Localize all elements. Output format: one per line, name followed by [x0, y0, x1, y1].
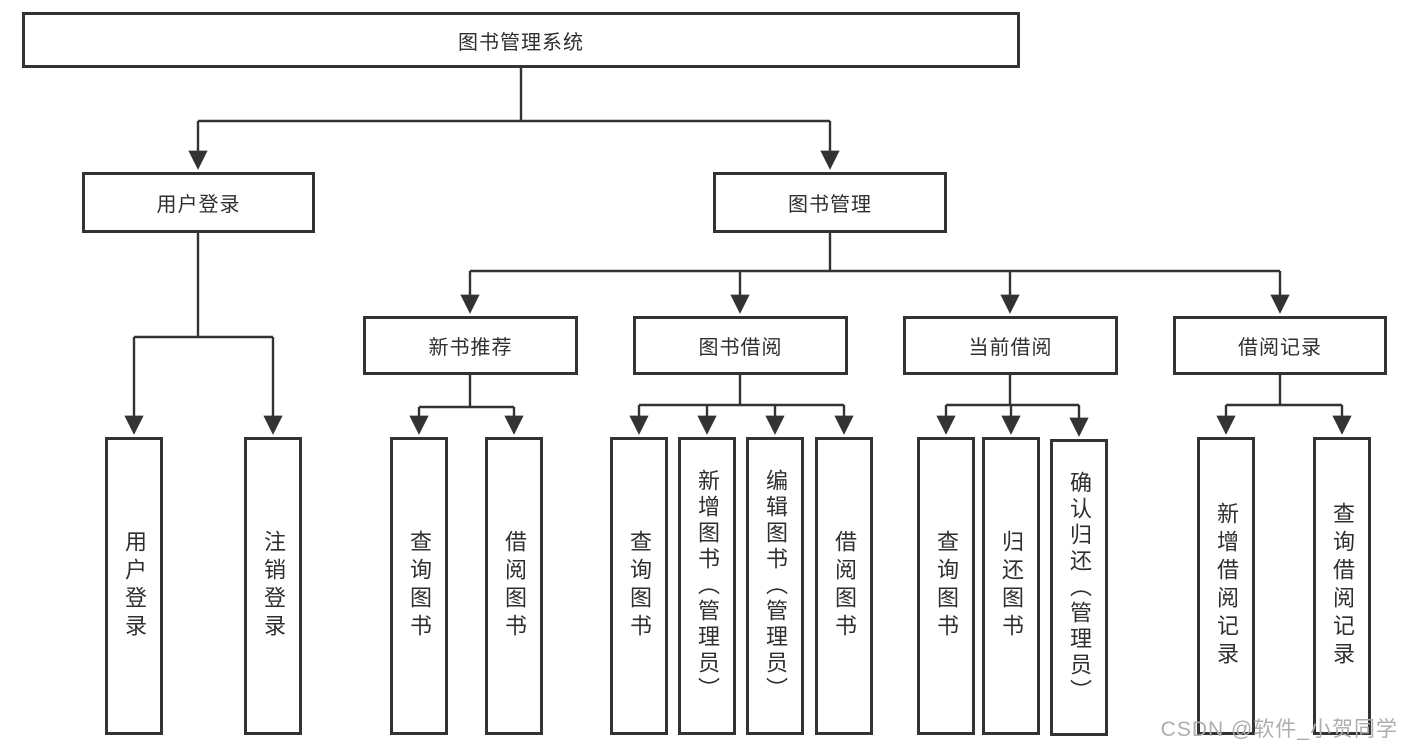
node-root-system: 图书管理系统: [22, 12, 1020, 68]
node-borrow-record-label: 借阅记录: [1238, 337, 1322, 359]
leaf-newbook-query-label: 查询图书: [407, 530, 432, 642]
node-book-mgmt: 图书管理: [713, 172, 947, 233]
leaf-current-confirm-return: 确认归还（管理员）: [1050, 439, 1108, 736]
leaf-record-add: 新增借阅记录: [1197, 437, 1255, 735]
leaf-user-login-label: 用户登录: [122, 530, 147, 642]
leaf-borrow-query: 查询图书: [610, 437, 668, 735]
node-new-book-rec-label: 新书推荐: [428, 337, 513, 359]
leaf-user-login: 用户登录: [105, 437, 163, 735]
leaf-borrow-edit-book-label: 编辑图书（管理员）: [763, 469, 788, 703]
leaf-borrow-add-book-label: 新增图书（管理员）: [695, 469, 720, 703]
node-current-borrow: 当前借阅: [903, 316, 1118, 375]
node-current-borrow-label: 当前借阅: [968, 337, 1053, 359]
leaf-current-return: 归还图书: [982, 437, 1040, 735]
leaf-record-add-label: 新增借阅记录: [1214, 502, 1239, 670]
leaf-record-query: 查询借阅记录: [1313, 437, 1371, 735]
leaf-current-confirm-return-label: 确认归还（管理员）: [1067, 470, 1092, 705]
leaf-newbook-query: 查询图书: [390, 437, 448, 735]
leaf-borrow-borrow-book: 借阅图书: [815, 437, 873, 735]
leaf-record-query-label: 查询借阅记录: [1330, 502, 1355, 670]
leaf-borrow-add-book: 新增图书（管理员）: [678, 437, 736, 735]
node-user-login-label: 用户登录: [156, 194, 241, 216]
node-borrow-record: 借阅记录: [1173, 316, 1387, 375]
leaf-borrow-query-label: 查询图书: [627, 530, 652, 642]
leaf-newbook-borrow: 借阅图书: [485, 437, 543, 735]
leaf-logout: 注销登录: [244, 437, 302, 735]
leaf-borrow-edit-book: 编辑图书（管理员）: [746, 437, 804, 735]
node-book-borrow: 图书借阅: [633, 316, 848, 375]
leaf-newbook-borrow-label: 借阅图书: [502, 530, 527, 642]
node-book-borrow-label: 图书借阅: [698, 337, 783, 359]
csdn-watermark: CSDN @软件_小贺同学: [1160, 718, 1398, 741]
leaf-current-query: 查询图书: [917, 437, 975, 735]
leaf-current-query-label: 查询图书: [934, 530, 959, 642]
leaf-logout-label: 注销登录: [261, 530, 286, 642]
node-user-login: 用户登录: [82, 172, 315, 233]
node-root-system-label: 图书管理系统: [458, 31, 584, 54]
node-book-mgmt-label: 图书管理: [788, 194, 872, 216]
node-new-book-rec: 新书推荐: [363, 316, 578, 375]
leaf-borrow-borrow-book-label: 借阅图书: [832, 530, 857, 642]
leaf-current-return-label: 归还图书: [999, 530, 1024, 642]
